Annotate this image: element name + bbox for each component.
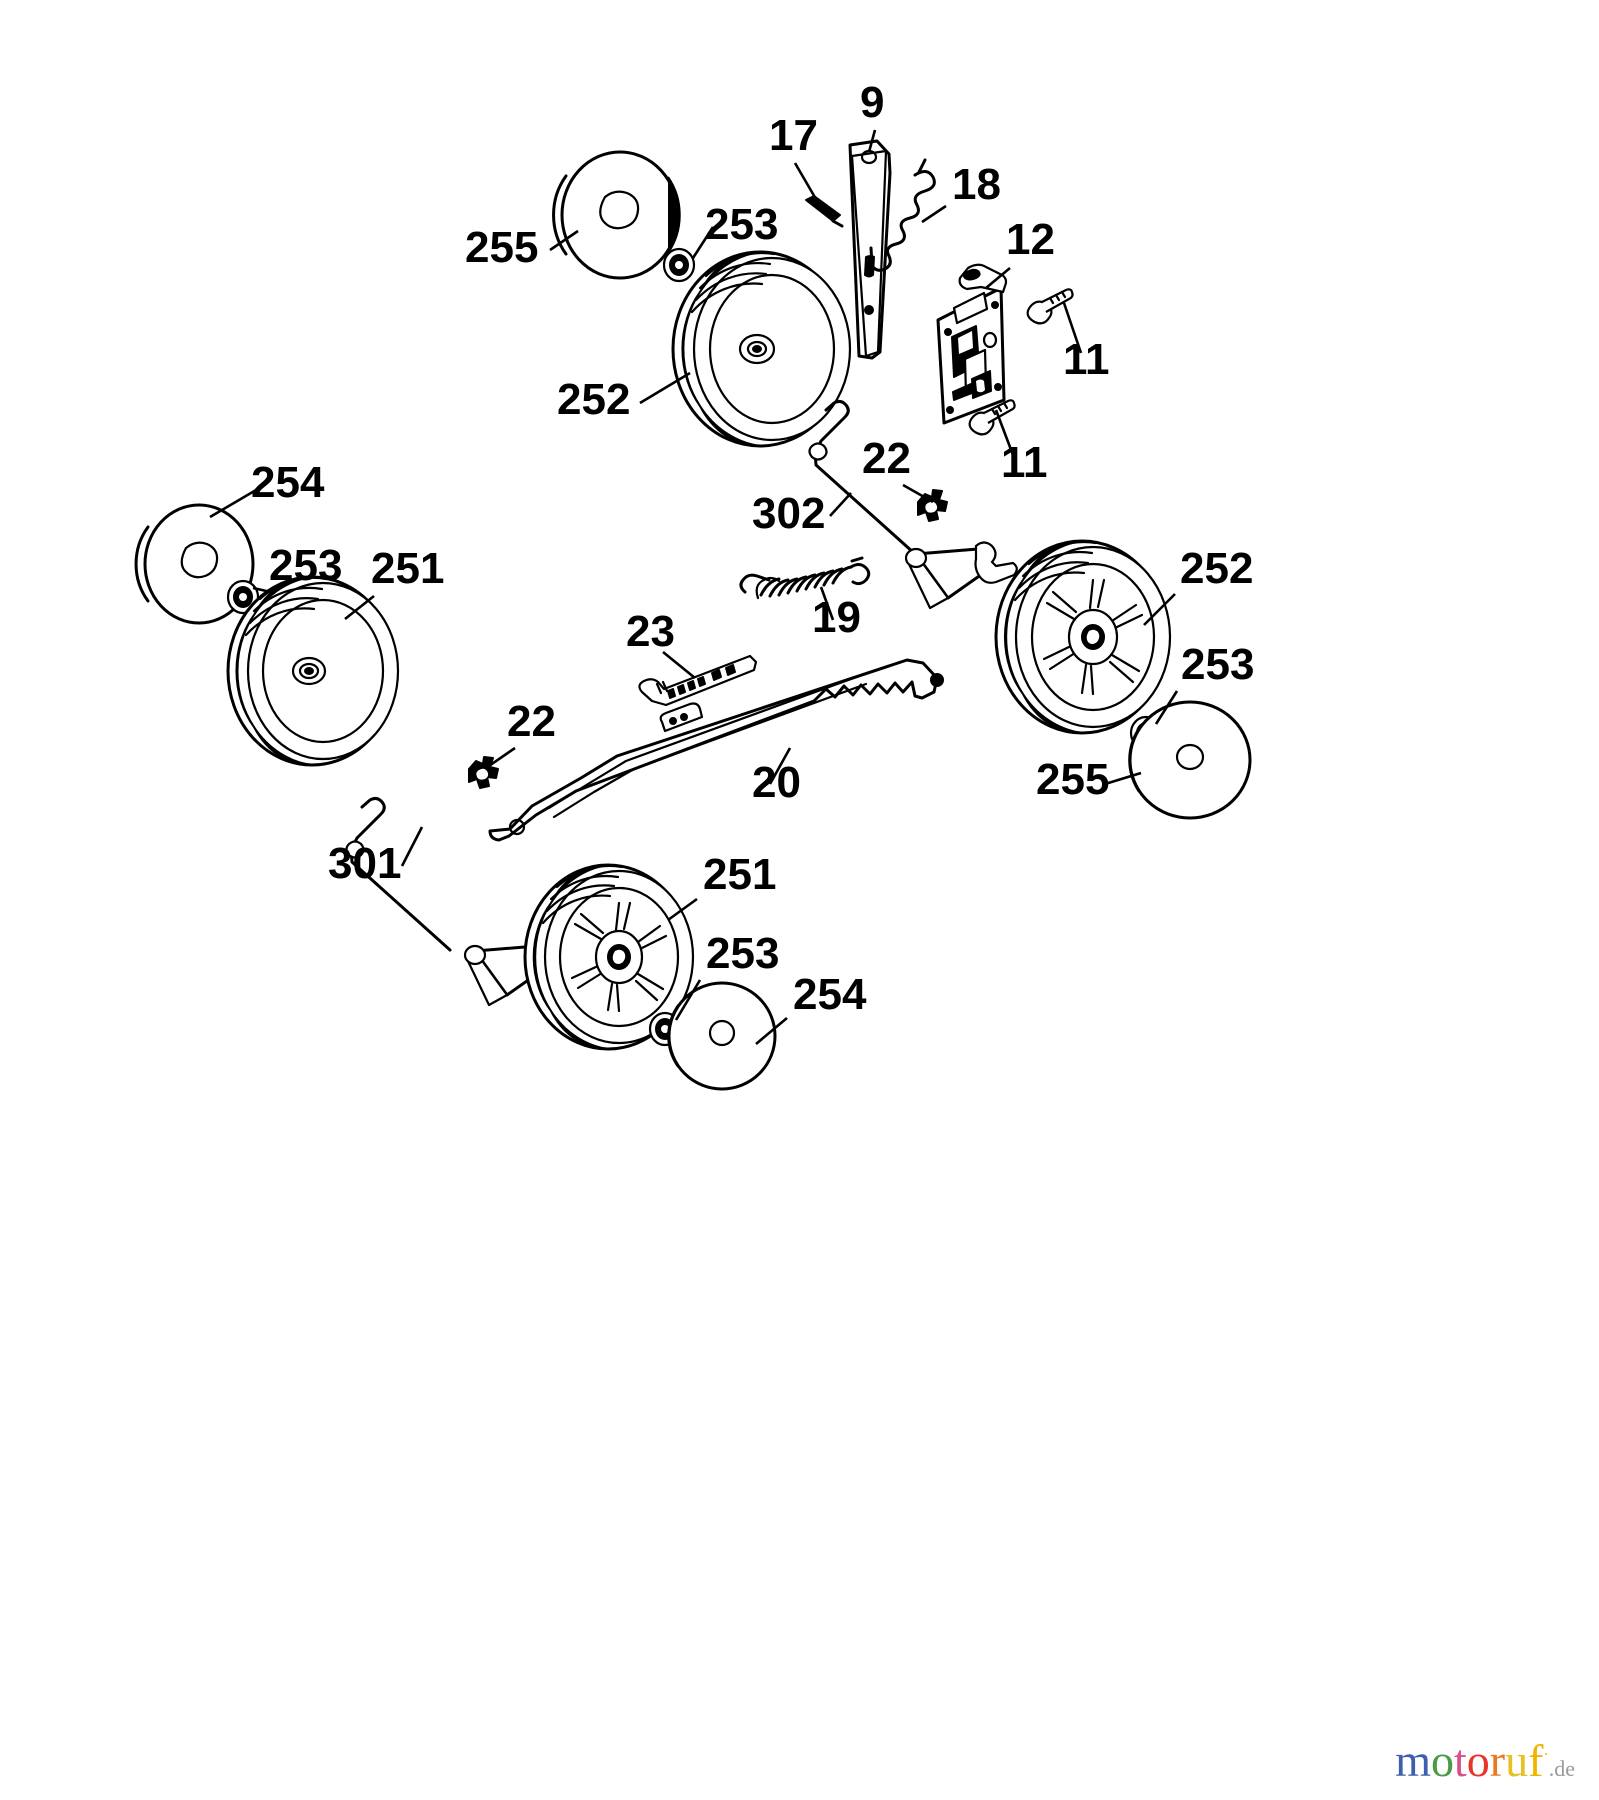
watermark-letter-o1: o [1430, 1735, 1454, 1786]
watermark-letter-o2: o [1466, 1735, 1490, 1786]
callout-253-top: 253 [705, 200, 778, 249]
watermark-letter-u: u [1505, 1735, 1529, 1786]
callout-302: 302 [752, 489, 825, 538]
motoruf-watermark: motoruf·.de [1395, 1738, 1575, 1784]
part-253-nut-top [662, 247, 696, 283]
watermark-letter-m: m [1395, 1735, 1431, 1786]
part-11-screw-lower [968, 399, 1016, 436]
callout-255-right: 255 [1036, 755, 1109, 804]
callout-255-top: 255 [465, 223, 538, 272]
part-19-extension-spring [739, 556, 871, 600]
callout-22-upper: 22 [862, 434, 911, 483]
callout-22-lower: 22 [507, 697, 556, 746]
callout-252-top: 252 [557, 375, 630, 424]
callout-254-left: 254 [251, 458, 325, 507]
part-254-hubcap-left [134, 503, 255, 625]
callout-17: 17 [769, 111, 818, 160]
part-20-linkage-bar [488, 658, 944, 842]
part-17-roll-pin [805, 195, 844, 228]
watermark-letter-t: t [1453, 1735, 1467, 1786]
callout-20: 20 [752, 758, 801, 807]
part-251-wheel-left [226, 575, 400, 767]
watermark-letter-r: r [1489, 1735, 1506, 1786]
callout-253-right: 253 [1181, 640, 1254, 689]
part-12-bracket-plate [936, 263, 1008, 425]
callout-252-right: 252 [1180, 544, 1253, 593]
callout-254-bot: 254 [793, 970, 867, 1019]
callout-251-bot: 251 [703, 850, 776, 899]
callout-9: 9 [860, 78, 884, 127]
callout-19: 19 [812, 593, 861, 642]
leader-lines [209, 129, 1179, 1045]
callout-253-bot: 253 [706, 929, 779, 978]
part-252-wheel-top [671, 250, 852, 448]
callout-253-left: 253 [269, 541, 342, 590]
callout-301: 301 [328, 839, 401, 888]
part-254-hubcap-bottom [667, 981, 777, 1091]
part-11-screw-upper [1026, 288, 1074, 325]
callout-11-upper: 11 [1063, 335, 1110, 384]
part-18-torsion-spring [869, 158, 936, 272]
callout-11-lower: 11 [1001, 438, 1048, 487]
watermark-letter-f: f [1528, 1735, 1544, 1786]
watermark-suffix: .de [1548, 1756, 1575, 1781]
part-23-notched-strap [638, 654, 758, 707]
part-255-hubcap-right [1128, 700, 1252, 820]
watermark-dot: · [1543, 1746, 1549, 1764]
part-255-hubcap-top [552, 150, 681, 280]
part-302-rear-axle-rod [808, 399, 1018, 610]
callout-12: 12 [1006, 215, 1055, 264]
part-252-wheel-right [994, 539, 1172, 735]
callout-numbers: 255 253 252 17 9 18 12 11 11 22 302 254 … [251, 78, 1254, 1019]
callout-251-left: 251 [371, 544, 444, 593]
callout-18: 18 [952, 160, 1001, 209]
part-251-wheel-bottom [523, 863, 695, 1051]
callout-23: 23 [626, 607, 675, 656]
